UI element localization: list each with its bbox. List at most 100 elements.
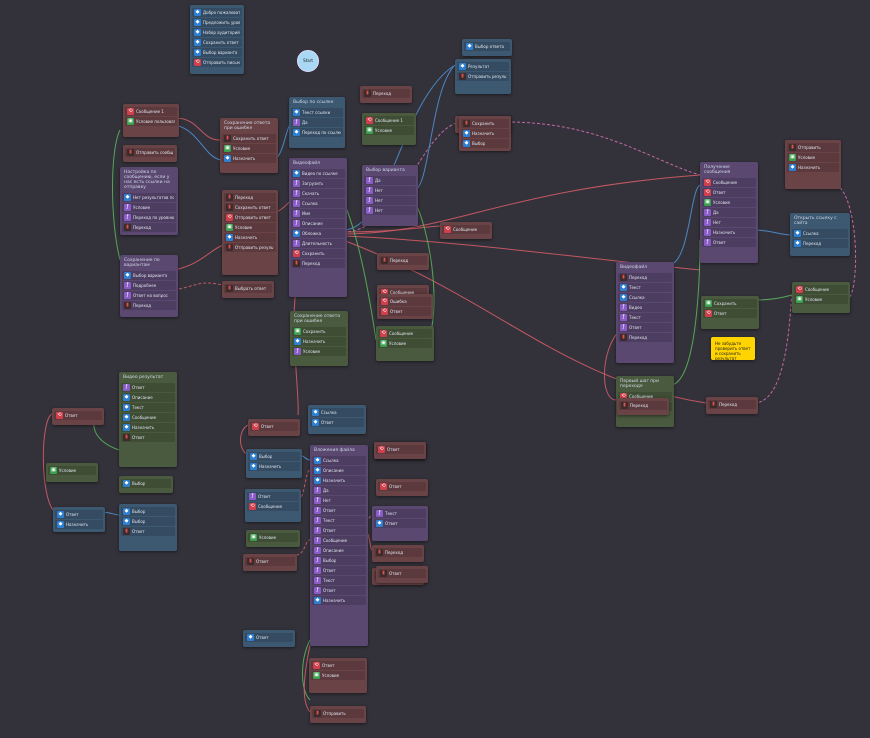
node-row[interactable]: ▮Переход (122, 223, 176, 232)
flow-node-n-bottom-red[interactable]: ⟲Ответ▣Условие (309, 658, 367, 693)
node-row[interactable]: ◆Назначить (55, 520, 103, 529)
flow-node-n-right-small-red[interactable]: ▮Переход (617, 398, 669, 415)
flow-node-n-right-red-small[interactable]: ▮Переход (706, 397, 758, 414)
node-row[interactable]: ◆Ссылка (312, 456, 366, 465)
flow-node-n-right-top[interactable]: ▮Отправить▣Условие◆Назначить (785, 140, 841, 189)
node-row[interactable]: ◆Ответ (245, 633, 293, 642)
node-row[interactable]: ▣Условие (48, 466, 96, 475)
node-row[interactable]: ⟲Сообщение (247, 502, 299, 511)
node-row[interactable]: ◆Ссылка (310, 408, 364, 417)
node-row[interactable]: ⟲Ответ (378, 482, 426, 491)
flow-node-n-save-err2[interactable]: Сохранение ответа при ошибке▣Сохранить◆Н… (290, 311, 348, 366)
sticky-note[interactable]: Не забудьте проверить ответ и сохранить … (711, 337, 755, 361)
node-row[interactable]: ◆Назначить (222, 154, 276, 163)
node-row[interactable]: ▮Отправить сообщение (125, 148, 175, 157)
node-row[interactable]: ▮Сохранить ответ (224, 203, 276, 212)
flow-node-n-mid-red2[interactable]: ▮Переход (377, 253, 429, 270)
node-row[interactable]: ▮Ответ (121, 433, 175, 442)
node-row[interactable]: ⟲Отправить письмо с результатом (192, 58, 242, 67)
flow-node-n-top-r2[interactable]: ◆Результат▮Отправить результат (455, 59, 511, 94)
node-row[interactable]: ⟲Сообщение (442, 225, 490, 234)
flow-node-n-settings[interactable]: Настройка по сообщению, если у нас есть … (120, 167, 178, 235)
flow-node-n-right-red-mid[interactable]: ⟲Сообщение▣Условие (792, 282, 850, 313)
node-row[interactable]: ◆Ответ (310, 418, 364, 427)
node-row[interactable]: ▮Отправить результат (224, 243, 276, 252)
node-row[interactable]: ▮Отправить (312, 709, 364, 718)
flow-node-n-ml-red2[interactable]: ▮Ответ (243, 554, 297, 571)
node-row[interactable]: ◆Назначить (224, 233, 276, 242)
node-row[interactable]: ◆Предложить уровень (192, 18, 242, 27)
node-row[interactable]: ◆Нет результатов поиска (122, 193, 176, 202)
flow-node-n-red-mid[interactable]: ⟲Сообщение (440, 222, 492, 239)
node-row[interactable]: ◆Выбор (121, 479, 171, 488)
node-row[interactable]: ▣Сохранить (703, 299, 757, 308)
node-row[interactable]: ◆Описание (121, 393, 175, 402)
node-row[interactable]: ▣Условие (248, 533, 298, 542)
flow-node-n-ml-blue[interactable]: ◆Ссылка◆Ответ (308, 405, 366, 434)
node-row[interactable]: ▣Условие (787, 153, 839, 162)
flow-node-n-left-bottom-red[interactable]: ⟲Ответ (52, 408, 104, 425)
node-row[interactable]: ▮Ответ (121, 527, 175, 536)
flow-node-n-save-error[interactable]: Сохранение ответа при ошибке▮Сохранить о… (220, 118, 278, 173)
node-row[interactable]: ◆Набор аудиторий (192, 28, 242, 37)
flow-node-n-mid-small[interactable]: ▮Выбрать ответ (222, 281, 274, 298)
node-row[interactable]: ◆Выбор варианта (192, 48, 242, 57)
node-row[interactable]: ▮Выбрать ответ (224, 284, 272, 293)
node-row[interactable]: ◆Выбор (121, 517, 175, 526)
node-row[interactable]: ⟲Ответ (376, 445, 424, 454)
node-row[interactable]: ⟲Сообщение (378, 329, 432, 338)
node-row[interactable]: ⟲Сохранить (291, 249, 345, 258)
flow-node-n-top-list[interactable]: ◆Добро пожаловать◆Предложить уровень◆Наб… (190, 5, 244, 74)
node-row[interactable]: ⟲Сообщение (379, 288, 427, 297)
node-row[interactable]: ▮Переход (619, 401, 667, 410)
start-node[interactable]: Start (297, 50, 319, 72)
node-row[interactable]: ◆Описание (312, 466, 366, 475)
flow-node-n-red-tiny[interactable]: ⟲Ответ (376, 479, 428, 496)
node-row[interactable]: ▮Переход (362, 89, 410, 98)
node-row[interactable]: ▣Условие пользователя (125, 117, 177, 126)
node-row[interactable]: ◆Выбор варианта (122, 271, 176, 280)
flow-node-n-red-tiny2[interactable]: ▮Переход (372, 545, 424, 562)
flow-node-n-bottom-red2[interactable]: ▮Отправить (310, 706, 366, 723)
node-row[interactable]: ▣Условие (311, 671, 365, 680)
node-row[interactable]: ⟲Ответ (311, 661, 365, 670)
node-row[interactable]: ⟲Сообщение (702, 178, 756, 187)
node-row[interactable]: ▮Переход (618, 333, 672, 342)
flow-node-n-choose-var[interactable]: ⟲Сообщение 1▣Условие (362, 113, 416, 145)
flow-node-n-left-red2[interactable]: ▮Отправить сообщение (123, 145, 177, 162)
node-row[interactable]: ⟲Ответ (703, 309, 757, 318)
flow-node-n-left-red[interactable]: ⟲Сообщение 1▣Условие пользователя (123, 104, 179, 137)
node-row[interactable]: ◆Назначить (248, 462, 300, 471)
node-row[interactable]: ⟲Ответ (702, 188, 756, 197)
flow-node-n-mid-green[interactable]: ⟲Сообщение▣Условие (376, 326, 434, 361)
node-row[interactable]: ▣Сохранить (292, 327, 346, 336)
node-row[interactable]: ◆Назначить (121, 423, 175, 432)
flow-node-n-right-tr[interactable]: ▮Сохранить◆Назначить◆Выбор (459, 116, 511, 151)
flow-node-n-top-right[interactable]: ◆Выбор ответа (462, 39, 512, 56)
